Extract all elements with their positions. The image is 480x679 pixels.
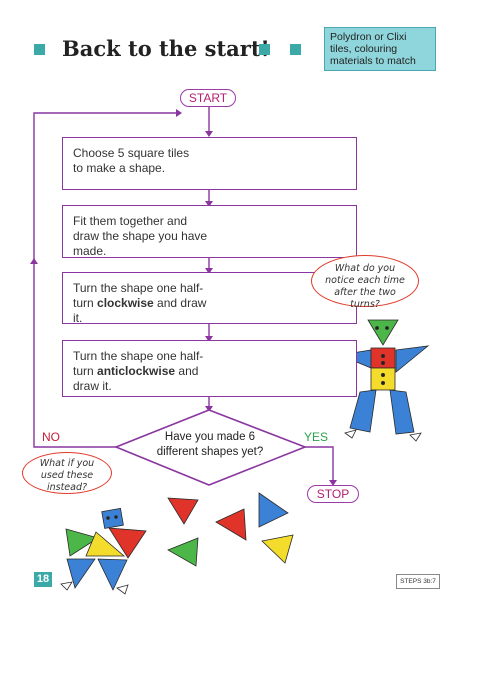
decision-diamond [113,409,308,486]
step-turn-anticlockwise-text: Turn the shape one half-turn anticlockwi… [73,349,204,393]
triangle-robot-illustration [60,507,147,595]
header-square-left [34,44,45,55]
square-robot-illustration [338,319,430,442]
step-choose-tiles-text: Choose 5 square tiles to make a shape. [73,146,190,175]
header-square-right-2 [290,44,301,55]
step-fit-together-text: Fit them together and draw the shape you… [73,214,208,258]
yes-label: YES [304,430,329,444]
page-number: 18 [34,572,52,587]
steps-code-badge: STEPS 3b:7 [396,574,440,589]
decision-text: Have you made 6 different shapes yet? [156,431,264,458]
step-choose-tiles: Choose 5 square tiles to make a shape. [62,137,357,190]
instead-speech-bubble: What if you used these instead? [22,452,112,494]
no-label: NO [42,430,60,444]
start-terminal: START [180,89,236,107]
step-turn-anticlockwise: Turn the shape one half-turn anticlockwi… [62,340,357,397]
step-turn-clockwise: Turn the shape one half-turn clockwise a… [62,272,357,325]
stop-terminal: STOP [307,485,359,503]
step-fit-together: Fit them together and draw the shape you… [62,205,357,258]
step-turn-clockwise-text: Turn the shape one half-turn clockwise a… [73,281,207,325]
header-square-right-1 [259,44,270,55]
materials-box: Polydron or Clixi tiles, colouring mater… [324,27,436,71]
page-title: Back to the start! [62,36,270,61]
notice-speech-bubble: What do you notice each time after the t… [311,255,419,310]
